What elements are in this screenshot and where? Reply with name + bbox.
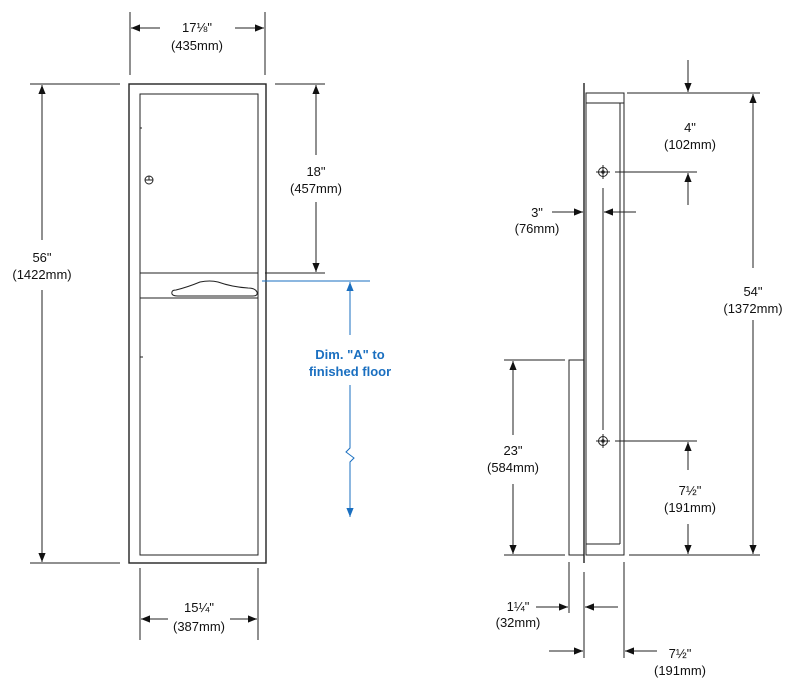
- dim-recess-depth: 7½" (191mm): [549, 562, 706, 678]
- inner-frame: [139, 93, 259, 556]
- dim-label: 15¼": [184, 600, 214, 615]
- dim-projection: 1¼" (32mm): [496, 562, 618, 658]
- dim-label: 1¼": [507, 599, 530, 614]
- dim-label-mm: (102mm): [664, 137, 716, 152]
- dim-label-mm: (191mm): [654, 663, 706, 678]
- dim-a-label-2: finished floor: [309, 364, 391, 379]
- dim-label-mm: (32mm): [496, 615, 541, 630]
- dim-width-inner: 15¼" (387mm): [139, 568, 259, 640]
- dim-label-mm: (1422mm): [12, 267, 71, 282]
- dim-label: 17⅛": [182, 20, 212, 35]
- lock-icon: [144, 175, 154, 185]
- dim-top-to-dispenser: 18" (457mm): [265, 83, 342, 274]
- dim-a-to-floor: Dim. "A" to finished floor: [262, 280, 391, 517]
- dim-label: 18": [306, 164, 325, 179]
- waste-receptacle: [568, 359, 585, 556]
- dim-label: 54": [743, 284, 762, 299]
- side-view: [568, 83, 625, 563]
- outer-frame: [128, 83, 267, 564]
- dim-top-to-mount: 4" (102mm): [615, 60, 760, 205]
- dim-label-mm: (457mm): [290, 181, 342, 196]
- cabinet-body: [585, 92, 625, 556]
- dim-label: 7½": [669, 646, 692, 661]
- dim-label: 23": [503, 443, 522, 458]
- towel-slot: [171, 280, 258, 297]
- dim-flange-to-mount: 3" (76mm): [515, 205, 636, 236]
- mount-hole-icon: [596, 165, 610, 179]
- dim-label-mm: (435mm): [171, 38, 223, 53]
- front-view: [128, 83, 267, 564]
- dim-label-mm: (584mm): [487, 460, 539, 475]
- dim-label-mm: (387mm): [173, 619, 225, 634]
- dim-label: 4": [684, 120, 696, 135]
- dim-label-mm: (191mm): [664, 500, 716, 515]
- dim-waste-height: 23" (584mm): [487, 359, 565, 556]
- dim-label: 56": [32, 250, 51, 265]
- dim-a-label: Dim. "A" to: [315, 347, 384, 362]
- dim-label: 3": [531, 205, 543, 220]
- dim-label: 7½": [679, 483, 702, 498]
- dim-width-outer: 17⅛" (435mm): [129, 12, 266, 75]
- dim-label-mm: (1372mm): [723, 301, 782, 316]
- mount-hole-icon: [596, 434, 610, 448]
- dim-bottom-mount: 7½" (191mm): [615, 440, 716, 554]
- dim-mount-spacing: 54" (1372mm): [629, 94, 783, 556]
- dim-label-mm: (76mm): [515, 221, 560, 236]
- dim-height-overall: 56" (1422mm): [12, 83, 120, 564]
